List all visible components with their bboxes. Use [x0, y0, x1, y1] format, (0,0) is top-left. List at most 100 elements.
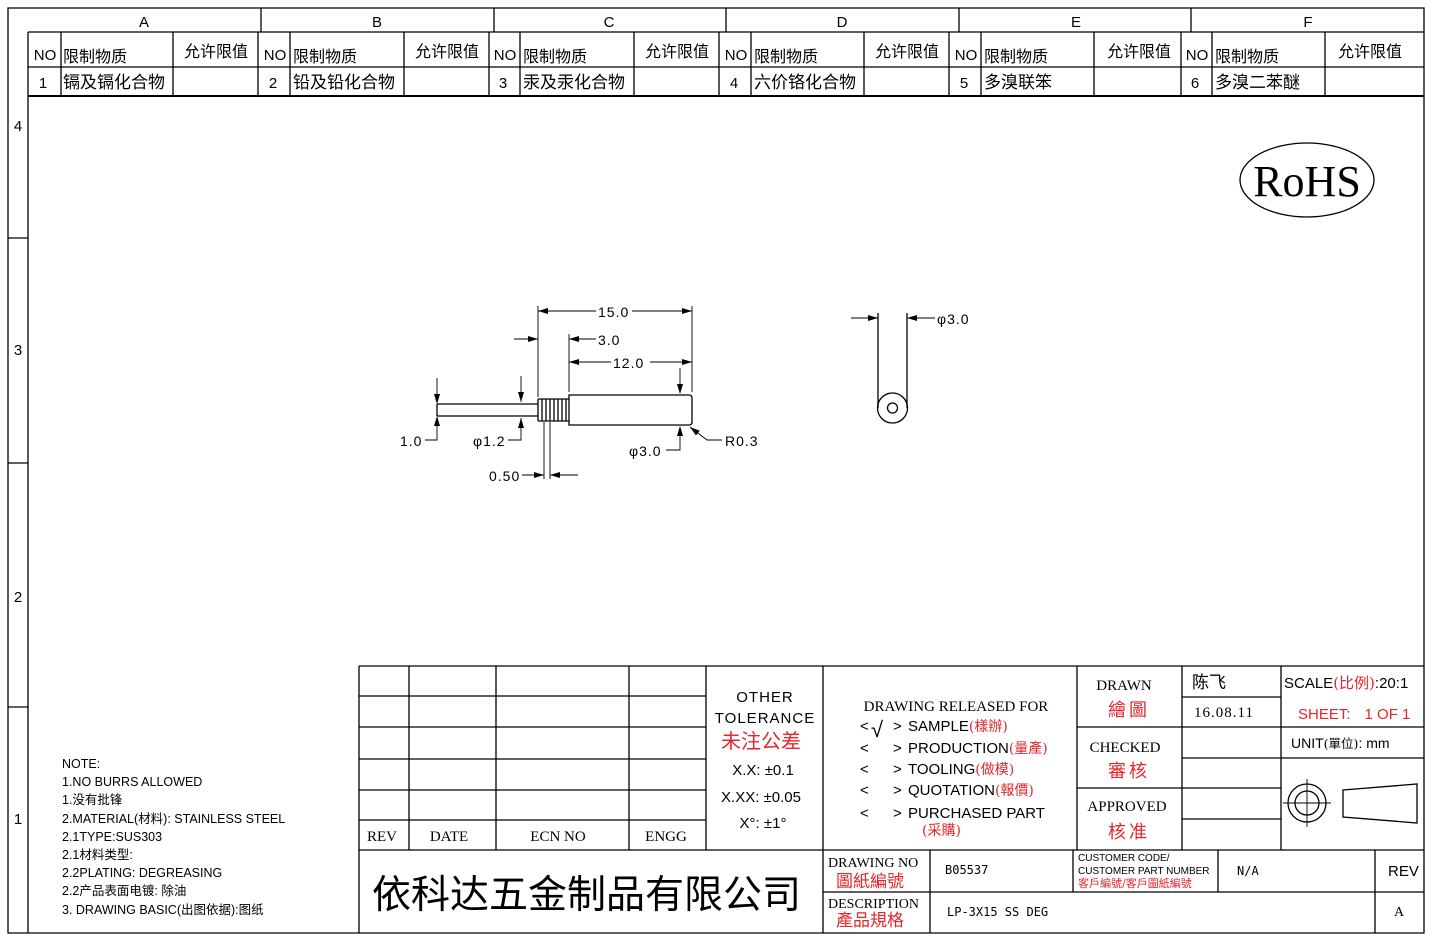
substance-no: 2	[269, 75, 277, 92]
substance-header-limit: 允许限值	[645, 42, 709, 61]
zone-label-b: B	[372, 14, 382, 31]
substance-header-no: NO	[34, 47, 57, 64]
tolerance-x-x: X.X: ±0.1	[732, 762, 794, 779]
rohs-text: RoHS	[1253, 157, 1361, 206]
revision-table: REV DATE ECN NO ENGG	[367, 829, 687, 845]
unit-field: UNIT(單位): mm	[1291, 735, 1390, 751]
zone-label-2: 2	[14, 589, 22, 606]
restricted-substances-table: NO 限制物质 允许限值 1 镉及镉化合物 NO 限制物质 允许限值 2 铅及铅…	[28, 32, 1424, 97]
tolerance-label-line1: OTHER	[736, 689, 794, 706]
zone-column-labels: A B C D E F	[139, 14, 1313, 31]
substance-header-limit: 允许限值	[1338, 42, 1402, 61]
dim-end-radius: R0.3	[725, 433, 759, 449]
zone-label-4: 4	[14, 118, 22, 135]
customer-label-cn: 客戶編號/客戶圖紙編號	[1078, 876, 1192, 890]
engg-column-header: ENGG	[645, 829, 687, 845]
tolerance-angle: X°: ±1°	[740, 815, 787, 832]
drawing-no-value: B05537	[945, 863, 988, 877]
tolerance-x-xx: X.XX: ±0.05	[721, 789, 801, 806]
substance-no: 5	[960, 75, 968, 92]
note-heading: NOTE:	[62, 757, 100, 771]
substance-header-no: NO	[1186, 47, 1209, 64]
note-line: 2.MATERIAL(材料): STAINLESS STEEL	[62, 812, 285, 826]
scale-label: SCALE	[1284, 675, 1333, 692]
release-open-bracket: <	[860, 761, 869, 778]
substance-name: 多溴二苯醚	[1215, 73, 1300, 93]
release-block: DRAWING RELEASED FOR < √ > SAMPLE(樣辦) < …	[860, 699, 1048, 839]
release-close-bracket: >	[893, 805, 902, 822]
release-open-bracket: <	[860, 782, 869, 799]
unit-value: : mm	[1358, 735, 1389, 751]
projection-frustum	[1342, 783, 1418, 824]
substance-header-no: NO	[264, 47, 287, 64]
substance-header-name: 限制物质	[754, 47, 818, 66]
release-option-label: QUOTATION	[908, 782, 995, 799]
release-close-bracket: >	[893, 740, 902, 757]
checked-label-cn: 審核	[1108, 761, 1150, 782]
dim-overall-length: 15.0	[598, 304, 629, 320]
sheet-field: SHEET: 1 OF 1	[1298, 706, 1410, 723]
unit-label: UNIT	[1291, 735, 1324, 751]
front-view: 15.0 3.0 12.0 1.0 φ1.2 0.50 φ3.0 R0.3	[400, 304, 759, 484]
notes-block: NOTE: 1.NO BURRS ALLOWED 1.没有批锋 2.MATERI…	[62, 757, 285, 917]
release-close-bracket: >	[893, 782, 902, 799]
checked-label: CHECKED	[1090, 740, 1161, 756]
description-value: LP-3X15 SS DEG	[947, 905, 1048, 919]
release-open-bracket: <	[860, 740, 869, 757]
zone-label-a: A	[139, 14, 149, 31]
rev-value: A	[1394, 905, 1405, 920]
dim-body-length: 12.0	[613, 355, 644, 371]
rohs-ellipse	[1239, 142, 1375, 218]
scale-block: SCALE(比例):20:1 SHEET:1 OF 1 UNIT(單位): mm	[1283, 674, 1418, 827]
drawn-by-name: 陈飞	[1192, 673, 1226, 693]
approval-block: DRAWN 繪圖 陈飞 16.08.11 CHECKED 審核 APPROVED…	[1087, 673, 1254, 843]
release-option-production: PRODUCTION(量產)	[908, 740, 1048, 757]
description-label-cn: 產品規格	[836, 911, 904, 931]
date-column-header: DATE	[430, 829, 468, 845]
release-option-label: SAMPLE	[908, 718, 969, 735]
company-name: 依科达五金制品有限公司	[372, 873, 801, 918]
end-view-inner-circle	[886, 402, 899, 414]
substance-name: 多溴联笨	[984, 73, 1052, 93]
note-line: 3. DRAWING BASIC(出图依据):图纸	[62, 902, 264, 917]
unit-label-cn: (單位)	[1324, 736, 1359, 751]
dim-knurl-length: 3.0	[598, 332, 620, 348]
substance-header-no: NO	[955, 47, 978, 64]
zone-label-f: F	[1303, 14, 1312, 31]
sample-check-mark: √	[871, 717, 884, 742]
substance-header-name: 限制物质	[63, 47, 127, 66]
substance-name: 汞及汞化合物	[523, 73, 625, 93]
end-view-extension-lines	[877, 313, 908, 408]
substance-header-limit: 允许限值	[875, 42, 939, 61]
end-view: φ3.0	[851, 311, 969, 424]
note-line: 1.没有批锋	[62, 792, 123, 807]
note-line: 1.NO BURRS ALLOWED	[62, 775, 202, 789]
substance-header-limit: 允许限值	[415, 42, 479, 61]
release-close-bracket: >	[893, 761, 902, 778]
ecn-no-column-header: ECN NO	[530, 829, 586, 845]
sheet-label: SHEET:	[1298, 706, 1351, 723]
substances-table-grid	[28, 32, 1424, 96]
sheet-value: 1 OF 1	[1365, 706, 1411, 723]
substance-no: 1	[39, 75, 47, 92]
release-open-bracket: <	[860, 805, 869, 822]
substance-header-name: 限制物质	[293, 47, 357, 66]
drawn-date: 16.08.11	[1194, 705, 1254, 721]
drawn-label: DRAWN	[1096, 678, 1152, 694]
title-block-grid	[358, 665, 1424, 933]
end-view-outer-circle	[876, 392, 909, 424]
dimension-lines	[425, 306, 722, 479]
substance-header-name: 限制物质	[984, 47, 1048, 66]
release-option-label: TOOLING	[908, 761, 975, 778]
release-open-bracket: <	[860, 718, 869, 735]
drawing-no-label: DRAWING NO	[828, 856, 918, 871]
approved-label-cn: 核准	[1108, 822, 1150, 843]
dim-pin-diameter: 1.0	[400, 433, 422, 449]
scale-label-cn: (比例)	[1333, 674, 1375, 692]
substance-header-name: 限制物质	[1215, 47, 1279, 66]
substance-header-limit: 允许限值	[1107, 42, 1171, 61]
release-option-cn: (報價)	[995, 782, 1034, 799]
substance-header-no: NO	[494, 47, 517, 64]
customer-code-label: CUSTOMER CODE/	[1078, 853, 1170, 864]
substance-no: 3	[499, 75, 507, 92]
